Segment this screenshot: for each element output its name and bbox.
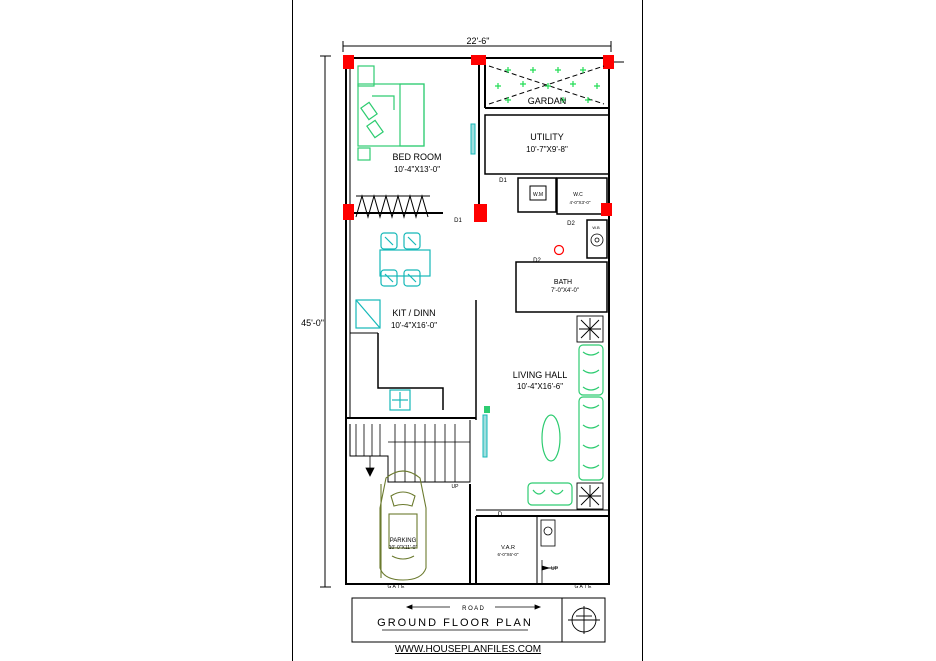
north-arrow-icon — [568, 606, 600, 634]
utility-size: 10'-7"X9'-8" — [526, 145, 568, 154]
car-icon — [379, 470, 427, 581]
tv-unit-icon — [482, 406, 490, 458]
utility-name: UTILITY — [530, 132, 564, 142]
kitchen-size: 10'-4"X16'-0" — [391, 321, 437, 330]
gate-left-label: G A T E — [387, 584, 405, 590]
washing-machine-label: W.M — [533, 192, 543, 198]
var-steps — [540, 519, 558, 584]
walls — [345, 57, 624, 585]
sofa-icon — [527, 344, 604, 506]
drawing-sheet — [292, 0, 643, 661]
wc-size: 4'-0"X3'-0" — [570, 200, 591, 205]
var-size: 6'-0"X6'-0" — [498, 552, 519, 557]
door-d1-bedroom: D1 — [454, 218, 462, 224]
road-label: R O A D — [462, 606, 484, 612]
stair-up-label: UP — [452, 484, 460, 490]
door-d1-utility: D1 — [499, 178, 507, 184]
floor-trap-icon — [553, 244, 565, 256]
bath-size: 7'-0"X4'-0" — [551, 288, 579, 294]
width-dimension: 22'-6" — [467, 36, 490, 46]
bed-icon — [357, 65, 425, 161]
sink-icon — [389, 389, 411, 411]
garden-plants — [495, 67, 600, 103]
bedroom-door-leaf — [470, 123, 476, 155]
dimension-lines — [320, 41, 612, 588]
bedroom-name: BED ROOM — [392, 152, 441, 162]
title-block — [351, 597, 606, 643]
bedroom-size: 10'-4"X13'-0" — [394, 165, 440, 174]
road-arrow — [405, 604, 542, 610]
wash-basin-icon — [590, 233, 604, 247]
bath-name: BATH — [554, 279, 572, 286]
plan-title: GROUND FLOOR PLAN — [377, 617, 533, 629]
columns — [343, 55, 614, 222]
gate-right-label: G A T E — [574, 584, 592, 590]
var-name: V.A.R — [501, 545, 515, 551]
living-size: 10'-4"X16'-6" — [517, 382, 563, 391]
dining-table-icon — [379, 232, 431, 287]
fridge-icon — [355, 299, 381, 329]
living-name: LIVING HALL — [513, 370, 568, 380]
var-up-label: UP — [551, 566, 559, 572]
wc-name: W.C — [573, 192, 583, 198]
depth-dimension: 45'-0" — [301, 318, 324, 328]
kitchen-name: KIT / DINN — [392, 308, 435, 318]
wash-basin-label: W.B — [592, 225, 600, 230]
website-link[interactable]: WWW.HOUSEPLANFILES.COM — [395, 644, 541, 655]
garden-label: GARDAN — [528, 96, 567, 106]
staircase — [355, 424, 470, 482]
plant-pot-icon — [576, 315, 604, 510]
parking-name: PARKING — [390, 538, 417, 544]
door-d2-wc: D2 — [567, 221, 575, 227]
door-d2-bath: D2 — [533, 258, 541, 264]
parking-size: 10'-0"X11'-0" — [389, 545, 418, 551]
wardrobe-hatch — [355, 194, 430, 219]
door-d-main: D — [498, 512, 503, 518]
